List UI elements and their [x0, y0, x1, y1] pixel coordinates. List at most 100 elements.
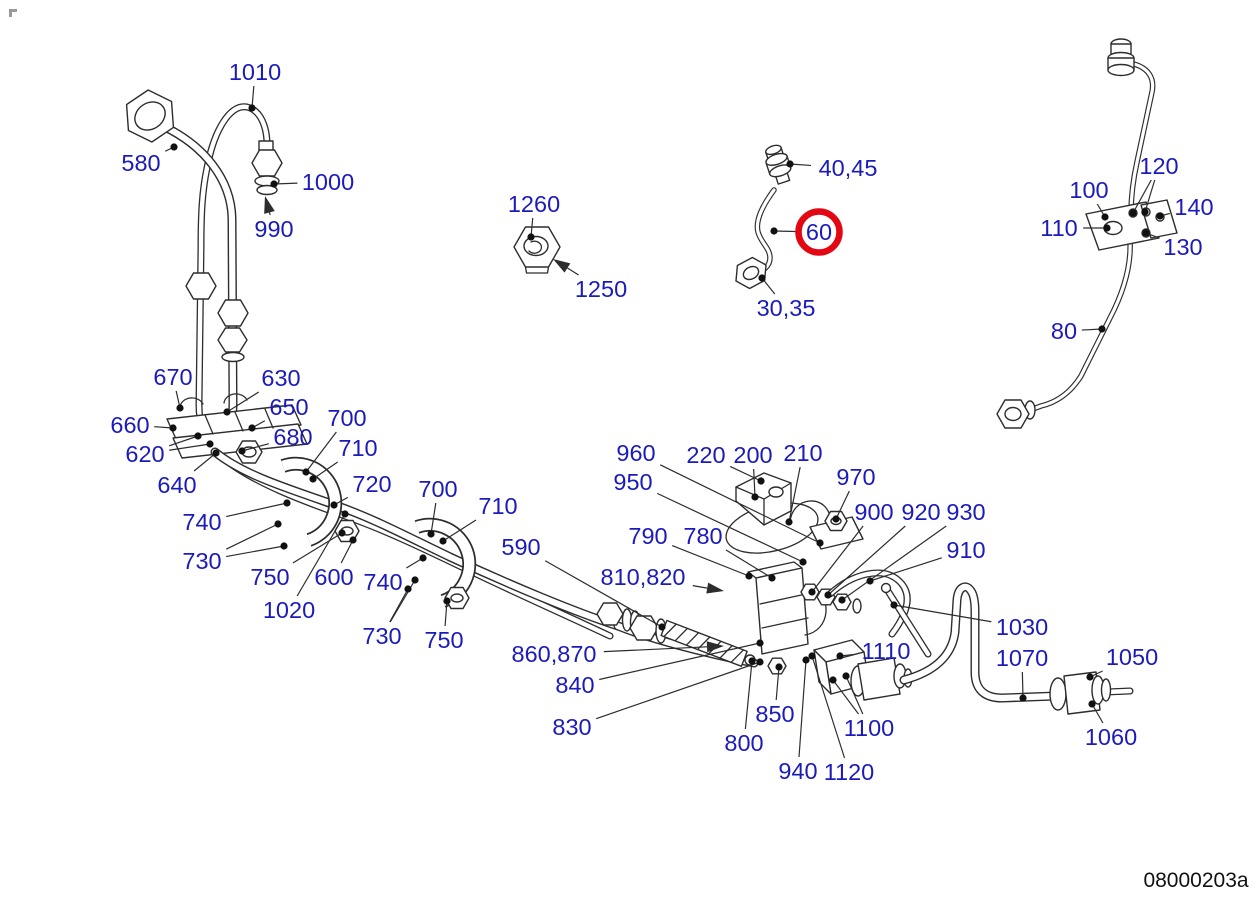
callout-number[interactable]: 670	[153, 364, 192, 390]
leader-line	[296, 513, 346, 597]
leader-dot	[169, 424, 177, 432]
callout-number[interactable]: 1030	[996, 614, 1048, 640]
leader-arrowhead	[706, 582, 724, 594]
callout-number[interactable]: 740	[182, 509, 221, 535]
callout-number[interactable]: 660	[110, 412, 149, 438]
callout-number[interactable]: 1050	[1106, 644, 1158, 670]
callout-number[interactable]: 840	[555, 672, 594, 698]
pipe-assembly-top-right	[996, 38, 1178, 429]
callout-number[interactable]: 750	[250, 564, 289, 590]
leader-dot	[1019, 694, 1027, 702]
callout-number[interactable]: 710	[338, 435, 377, 461]
callout-number[interactable]: 710	[478, 493, 517, 519]
callout-number[interactable]: 950	[613, 469, 652, 495]
callout-850: 850	[755, 663, 795, 727]
leader-dot	[785, 518, 793, 526]
callout-number[interactable]: 580	[121, 150, 160, 176]
callout-number[interactable]: 800	[724, 730, 763, 756]
fitting-1100	[857, 657, 901, 701]
callout-number[interactable]: 910	[946, 537, 985, 563]
leader-arrowhead	[264, 196, 275, 214]
leader-line	[811, 655, 846, 759]
callout-number[interactable]: 1100	[844, 715, 895, 741]
leader-dot	[270, 180, 278, 188]
callout-640: 640	[157, 449, 220, 498]
callout-number[interactable]: 730	[182, 548, 221, 574]
callout-number[interactable]: 780	[683, 523, 722, 549]
leader-dot	[443, 597, 451, 605]
leader-dot	[1142, 229, 1150, 237]
leader-dot	[775, 663, 783, 671]
callout-number[interactable]: 810,820	[601, 564, 686, 590]
callout-number[interactable]: 110	[1040, 215, 1077, 241]
callout-number[interactable]: 940	[778, 758, 817, 784]
callout-number[interactable]: 1110	[862, 638, 911, 664]
leader-dot	[756, 658, 764, 666]
callout-80: 80	[1051, 318, 1106, 344]
leader-line	[603, 646, 708, 653]
callout-number[interactable]: 1060	[1085, 724, 1137, 750]
callout-number[interactable]: 790	[628, 523, 667, 549]
leader-dot	[176, 404, 184, 412]
callout-number[interactable]: 720	[352, 471, 391, 497]
callout-number[interactable]: 120	[1139, 153, 1178, 179]
callout-number[interactable]: 220	[686, 442, 725, 468]
leader-arrowhead	[553, 259, 571, 273]
leader-dot	[223, 408, 231, 416]
callout-number[interactable]: 1010	[229, 59, 281, 85]
callout-number[interactable]: 140	[1174, 194, 1213, 220]
callout-number[interactable]: 1000	[302, 169, 354, 195]
leader-line	[312, 461, 339, 480]
callout-number[interactable]: 640	[157, 472, 196, 498]
callout-number[interactable]: 590	[501, 534, 540, 560]
callout-620: 620	[125, 432, 214, 467]
leader-dot	[824, 591, 832, 599]
callout-number[interactable]: 920	[901, 499, 940, 525]
callout-590: 590	[501, 534, 666, 631]
callout-910: 910	[866, 537, 986, 585]
callout-number[interactable]: 200	[733, 442, 772, 468]
callout-number[interactable]: 80	[1051, 318, 1077, 344]
callout-number[interactable]: 1070	[996, 645, 1048, 671]
leader-dot	[338, 529, 346, 537]
callout-220: 220	[686, 442, 765, 485]
callout-number[interactable]: 750	[424, 627, 463, 653]
callout-number[interactable]: 930	[946, 499, 985, 525]
callout-number[interactable]: 970	[836, 464, 875, 490]
callout-950: 950	[613, 469, 807, 566]
callout-number[interactable]: 700	[327, 405, 366, 431]
callout-number[interactable]: 1250	[575, 276, 627, 302]
callout-number[interactable]: 1260	[508, 191, 560, 217]
callout-number[interactable]: 1020	[263, 597, 315, 623]
leader-line	[599, 642, 761, 681]
callout-number[interactable]: 650	[269, 394, 308, 420]
callout-number[interactable]: 850	[755, 701, 794, 727]
callout-number[interactable]: 130	[1163, 234, 1202, 260]
callout-120: 120	[1129, 153, 1179, 217]
callout-number[interactable]: 680	[273, 424, 312, 450]
callout-number[interactable]: 830	[552, 714, 591, 740]
callout-number[interactable]: 990	[254, 216, 293, 242]
callout-number[interactable]: 630	[261, 365, 300, 391]
callout-number[interactable]: 700	[418, 476, 457, 502]
callout-number[interactable]: 40,45	[819, 155, 878, 181]
callout-number[interactable]: 900	[854, 499, 893, 525]
callout-number[interactable]: 600	[314, 564, 353, 590]
callout-number[interactable]: 210	[783, 440, 822, 466]
leader-line	[1144, 179, 1156, 213]
callout-number[interactable]: 960	[616, 440, 655, 466]
callout-number[interactable]: 860,870	[512, 641, 597, 667]
callout-number[interactable]: 1120	[824, 759, 875, 785]
highlight-circle	[795, 208, 843, 256]
leader-dot	[330, 501, 338, 509]
callout-number[interactable]: 730	[362, 623, 401, 649]
callouts-layer: 1010 580 1000 990 1260 1250 40,45 60 30,35 100 120…	[110, 59, 1213, 785]
callout-number[interactable]: 620	[125, 441, 164, 467]
callout-730: 730	[182, 520, 288, 574]
callout-number[interactable]: 740	[363, 569, 402, 595]
callout-number[interactable]: 100	[1069, 177, 1108, 203]
leader-line	[442, 519, 477, 542]
callout-number[interactable]: 60	[806, 219, 832, 245]
callout-number[interactable]: 30,35	[757, 295, 816, 321]
